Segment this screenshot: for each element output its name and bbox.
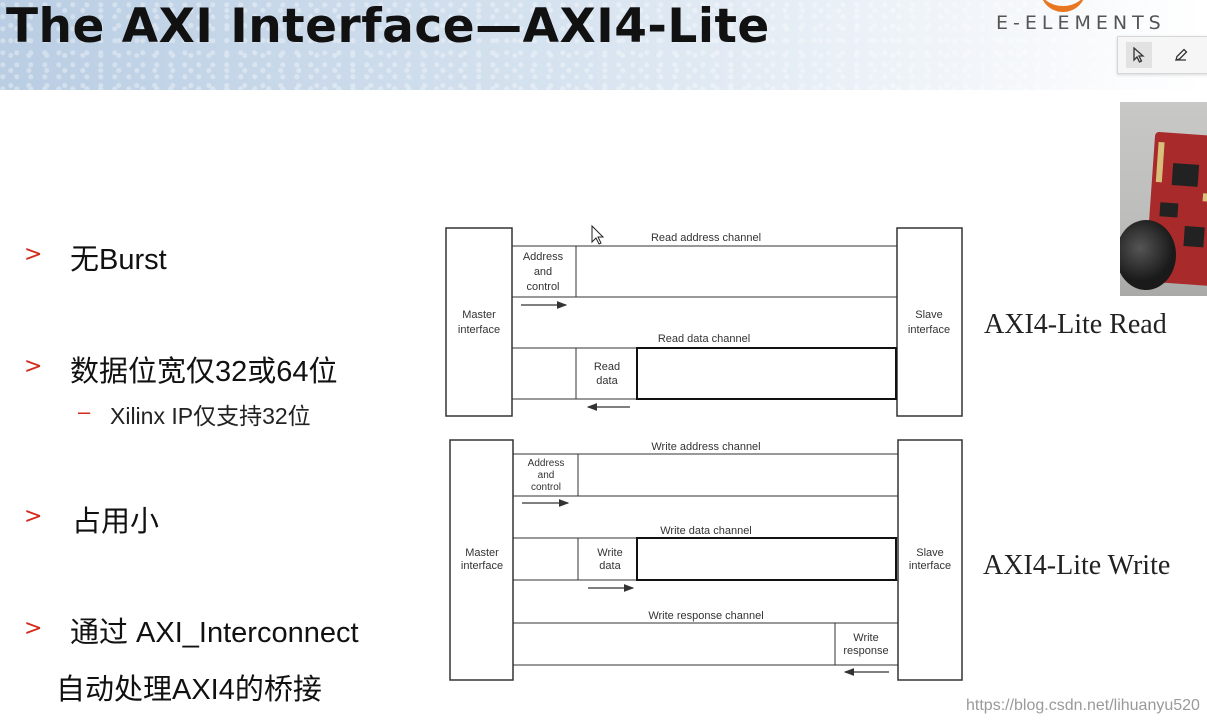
write-slave-label-1: Slave	[916, 547, 944, 559]
bullet-small-footprint: 占用小	[72, 506, 160, 538]
sub-bullet-marker: –	[78, 399, 91, 424]
write-diagram: Master interface Slave interface Write a…	[449, 439, 963, 681]
write-addr-ctrl-1: Address	[528, 458, 565, 469]
write-data-label-2: data	[599, 560, 621, 572]
dark-object	[1120, 220, 1176, 290]
write-addr-ctrl-3: control	[531, 482, 561, 493]
write-data-channel-label: Write data channel	[660, 525, 752, 537]
write-response-label-2: response	[843, 645, 888, 657]
write-master-box	[449, 439, 514, 681]
sub-bullet-xilinx: Xilinx IP仅支持32位	[110, 403, 311, 429]
pen-icon[interactable]	[1168, 42, 1194, 68]
read-data-label-2: data	[596, 375, 618, 387]
write-master-label-2: interface	[461, 560, 503, 572]
read-data-payload-box	[636, 347, 897, 400]
read-slave-label-1: Slave	[915, 309, 943, 321]
write-response-label-1: Write	[853, 632, 878, 644]
read-diagram: Master interface Slave interface Read ad…	[445, 227, 963, 417]
write-slave-box	[897, 439, 963, 681]
read-slave-label-2: interface	[908, 324, 950, 336]
bullet-marker: >	[24, 616, 43, 641]
write-data-payload-box	[636, 537, 897, 581]
read-addr-ctrl-1: Address	[523, 251, 564, 263]
write-response-channel-label: Write response channel	[648, 610, 763, 622]
read-addr-ctrl-2: and	[534, 266, 552, 278]
bullet-no-burst: 无Burst	[70, 244, 167, 276]
read-master-label-1: Master	[462, 309, 496, 321]
bullet-marker: >	[24, 354, 43, 379]
read-slave-box	[896, 227, 963, 417]
webcam-video	[1120, 102, 1207, 296]
write-slave-label-2: interface	[909, 560, 951, 572]
bullet-marker: >	[24, 242, 43, 267]
write-master-label-1: Master	[465, 547, 499, 559]
annotation-toolbar	[1117, 36, 1207, 74]
banner-world-map	[0, 0, 1207, 90]
read-addr-ctrl-3: control	[526, 281, 559, 293]
write-caption: AXI4-Lite Write	[983, 550, 1171, 581]
logo-arc	[1040, 0, 1086, 12]
bullet-data-width: 数据位宽仅32或64位	[70, 356, 338, 388]
read-master-box	[445, 227, 513, 417]
write-addr-ctrl-2: and	[538, 470, 555, 481]
company-logo: E-ELEMENTS	[996, 12, 1166, 34]
bullet-interconnect-continuation: 自动处理AXI4的桥接	[56, 674, 322, 706]
title-banner: The AXI Interface—AXI4-Lite E-ELEMENTS	[0, 0, 1207, 90]
read-master-label-2: interface	[458, 324, 500, 336]
read-caption: AXI4-Lite Read	[984, 309, 1167, 340]
bullet-marker: >	[24, 504, 43, 529]
read-data-channel-label: Read data channel	[658, 333, 750, 345]
read-data-label-1: Read	[594, 361, 620, 373]
watermark: https://blog.csdn.net/lihuanyu520	[966, 697, 1200, 714]
read-address-channel-label: Read address channel	[651, 232, 761, 244]
slide-title: The AXI Interface—AXI4-Lite	[6, 0, 770, 54]
write-data-label-1: Write	[597, 547, 622, 559]
cursor-arrow-icon[interactable]	[1126, 42, 1152, 68]
mouse-cursor-icon	[591, 224, 605, 245]
write-address-channel-label: Write address channel	[651, 441, 760, 453]
bullet-interconnect: 通过 AXI_Interconnect	[70, 617, 359, 649]
